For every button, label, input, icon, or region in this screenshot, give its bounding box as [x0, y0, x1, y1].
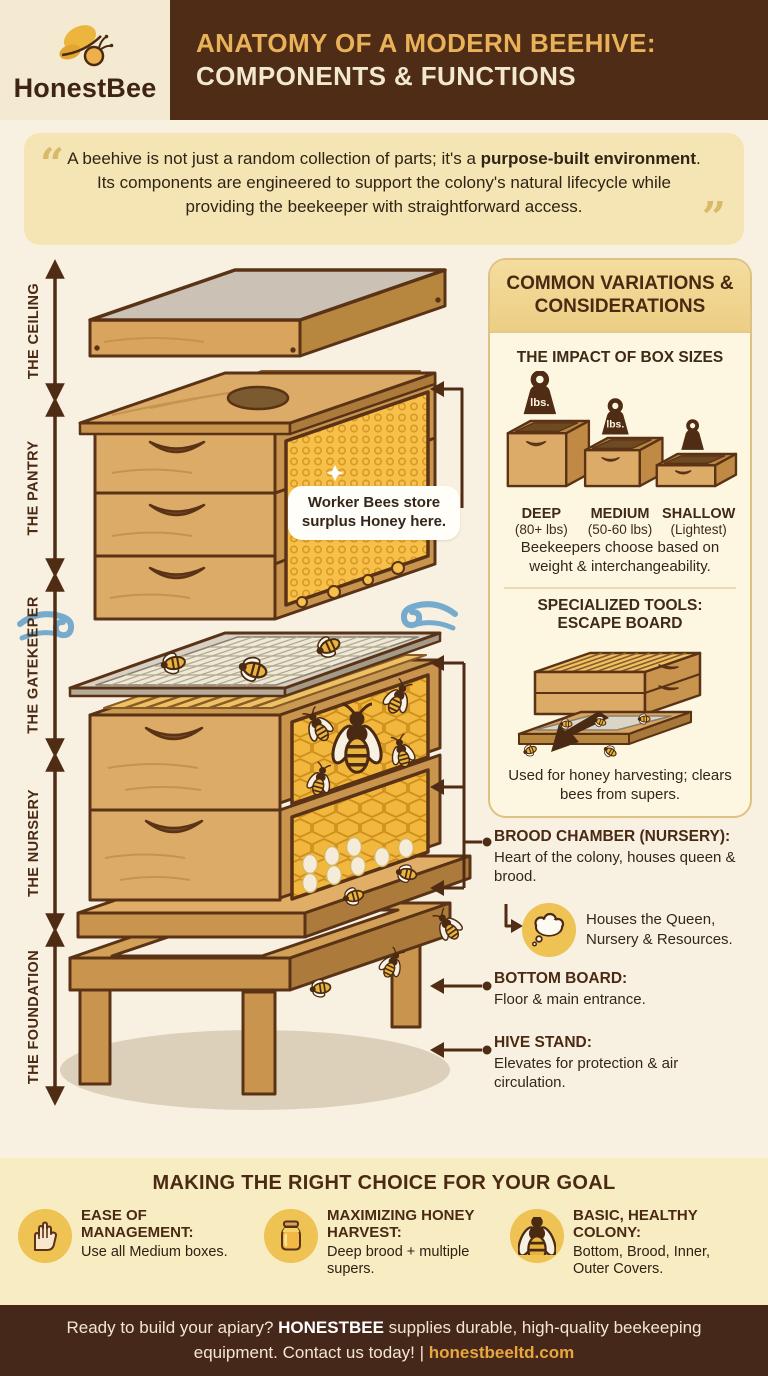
hive-illustration: [0, 268, 472, 1110]
quote-section: “ A beehive is not just a random collect…: [0, 120, 768, 258]
box-size-labels: DEEP(80+ lbs) MEDIUM(50-60 lbs) SHALLOW(…: [502, 506, 738, 537]
quote-text: A beehive is not just a random collectio…: [67, 149, 701, 217]
footer-brand: HONESTBEE: [278, 1317, 384, 1337]
hand-icon: [18, 1209, 72, 1263]
size-name-deep: DEEP: [521, 506, 562, 523]
rail-label: THE CEILING: [26, 282, 42, 380]
tools-heading: SPECIALIZED TOOLS:ESCAPE BOARD: [537, 596, 703, 633]
box-sizes-illustration: lbs. lbs.: [506, 371, 738, 488]
honey-jar-icon: [264, 1209, 318, 1263]
rail-label: THE NURSERY: [26, 788, 43, 897]
rail-segment-pantry: THE PANTRY: [10, 403, 58, 572]
lbs-label-medium: lbs.: [606, 420, 624, 431]
choices-title: MAKING THE RIGHT CHOICE FOR YOUR GOAL: [152, 1172, 616, 1194]
open-quote-icon: “: [40, 139, 65, 188]
outer-cover-illustration: [88, 268, 447, 358]
honestbee-logo-bee-icon: [59, 24, 114, 66]
rail-label: THE PANTRY: [26, 439, 42, 536]
escape-board-illustration: [517, 651, 702, 761]
larvae-cells: [301, 836, 415, 894]
title-panel: ANATOMY OF A MODERN BEEHIVE: COMPONENTS …: [170, 0, 768, 120]
bee-icon: [510, 1209, 564, 1263]
footer-text: Ready to build your apiary? HONESTBEE su…: [66, 1317, 702, 1362]
choices-section: MAKING THE RIGHT CHOICE FOR YOUR GOAL EA…: [0, 1158, 768, 1305]
sidebar-common-variations: COMMON VARIATIONS & CONSIDERATIONS THE I…: [488, 258, 752, 819]
sidebar-title: COMMON VARIATIONS & CONSIDERATIONS: [490, 260, 750, 333]
brood-box-lower: [88, 753, 442, 902]
callout-bottom-board: BOTTOM BOARD: Floor & main entrance.: [494, 970, 646, 1008]
hive-stand-illustration: [68, 901, 452, 1096]
wind-icon-right: [404, 604, 455, 628]
worker-bees-callout: Worker Bees store surplus Honey here.: [288, 486, 460, 540]
choice-honey-harvest: MAXIMIZING HONEY HARVEST: Deep brood + m…: [264, 1207, 504, 1278]
callout-hive-stand: HIVE STAND: Elevates for protection & ai…: [494, 1034, 679, 1091]
header: HonestBee ANATOMY OF A MODERN BEEHIVE: C…: [0, 0, 768, 120]
size-name-shallow: SHALLOW: [662, 506, 736, 523]
thought-bubble-icon: [522, 903, 576, 957]
footer-website-link[interactable]: honestbeeltd.com: [428, 1342, 575, 1362]
callout-brood-chamber: BROOD CHAMBER (NURSERY): Heart of the co…: [494, 828, 736, 885]
size-name-medium: MEDIUM: [590, 506, 650, 523]
thought-bubble-text: Houses the Queen, Nursery & Resources.: [586, 911, 733, 948]
quote-box: “ A beehive is not just a random collect…: [24, 133, 744, 245]
sidebar-divider: [504, 586, 736, 589]
lbs-label-deep: lbs.: [530, 397, 549, 409]
logo-panel: HonestBee: [0, 0, 170, 120]
close-quote-icon: ”: [701, 193, 726, 242]
box-sizes-heading: THE IMPACT OF BOX SIZES: [516, 348, 724, 366]
rail-label: THE GATEKEEPER: [26, 596, 42, 734]
hive-diagram: THE CEILING THE PANTRY THE GATEKEEPER TH…: [0, 258, 768, 1158]
brand-name: HonestBee: [13, 72, 157, 103]
footer: Ready to build your apiary? HONESTBEE su…: [0, 1305, 768, 1376]
rail-segment-gatekeeper: THE GATEKEEPER: [10, 578, 58, 752]
rail-segment-nursery: THE NURSERY: [10, 758, 58, 927]
box-sizes-note: Beekeepers choose based on weight & inte…: [520, 539, 720, 575]
rail-segment-foundation: THE FOUNDATION: [10, 933, 58, 1100]
escape-board-note: Used for honey harvesting; clears bees f…: [508, 766, 732, 803]
rail-segment-ceiling: THE CEILING: [10, 265, 58, 397]
page-title-line1: ANATOMY OF A MODERN BEEHIVE:: [196, 28, 656, 58]
rail-label: THE FOUNDATION: [26, 949, 42, 1084]
choice-ease-of-management: EASE OF MANAGEMENT: Use all Medium boxes…: [18, 1207, 258, 1278]
choice-healthy-colony: BASIC, HEALTHY COLONY: Bottom, Brood, In…: [510, 1207, 750, 1278]
page-title-line2: COMPONENTS & FUNCTIONS: [196, 61, 577, 91]
